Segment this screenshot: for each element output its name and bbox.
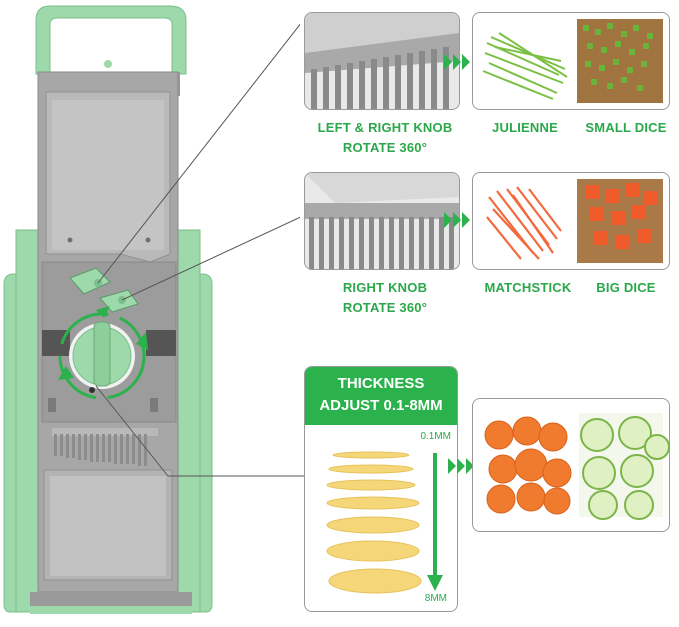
matchstick-label: MATCHSTICK	[484, 280, 572, 295]
knob-right-line2: ROTATE 360°	[342, 300, 428, 315]
mandoline-slicer-illustration	[3, 5, 300, 614]
knob-both-line1: LEFT & RIGHT KNOB	[317, 120, 453, 135]
carrot-cucumber-slices-photo	[472, 398, 670, 532]
big-dice-label: BIG DICE	[596, 280, 656, 295]
green-chevron-arrow-icon-3	[448, 458, 474, 474]
thickness-max-label: 8MM	[424, 593, 447, 604]
blade-closeup-photo-1	[304, 12, 460, 110]
matchstick-bigdice-photo	[472, 172, 670, 270]
knob-right-caption: RIGHT KNOB ROTATE 360°	[300, 278, 470, 318]
leader-line-thickness	[168, 475, 304, 477]
green-chevron-arrow-icon	[444, 54, 470, 70]
thickness-line2: ADJUST 0.1-8MM	[319, 397, 443, 414]
green-chevron-arrow-icon-2	[444, 212, 470, 228]
knob-right-line1: RIGHT KNOB	[342, 280, 428, 295]
julienne-label: JULIENNE	[492, 120, 558, 135]
knob-both-caption: LEFT & RIGHT KNOB ROTATE 360°	[300, 118, 470, 158]
thickness-line1: THICKNESS	[337, 375, 425, 392]
julienne-smalldice-photo	[472, 12, 670, 110]
potato-slices-illustration	[326, 451, 443, 594]
small-dice-label: SMALL DICE	[585, 120, 667, 135]
thickness-min-label: 0.1MM	[420, 431, 451, 442]
blade-closeup-photo-2	[304, 172, 460, 270]
knob-both-line2: ROTATE 360°	[342, 140, 428, 155]
thickness-panel: THICKNESS ADJUST 0.1-8MM 0.1MM 8MM	[304, 366, 458, 612]
down-arrow-icon	[427, 575, 443, 591]
thickness-header: THICKNESS ADJUST 0.1-8MM	[305, 367, 457, 425]
